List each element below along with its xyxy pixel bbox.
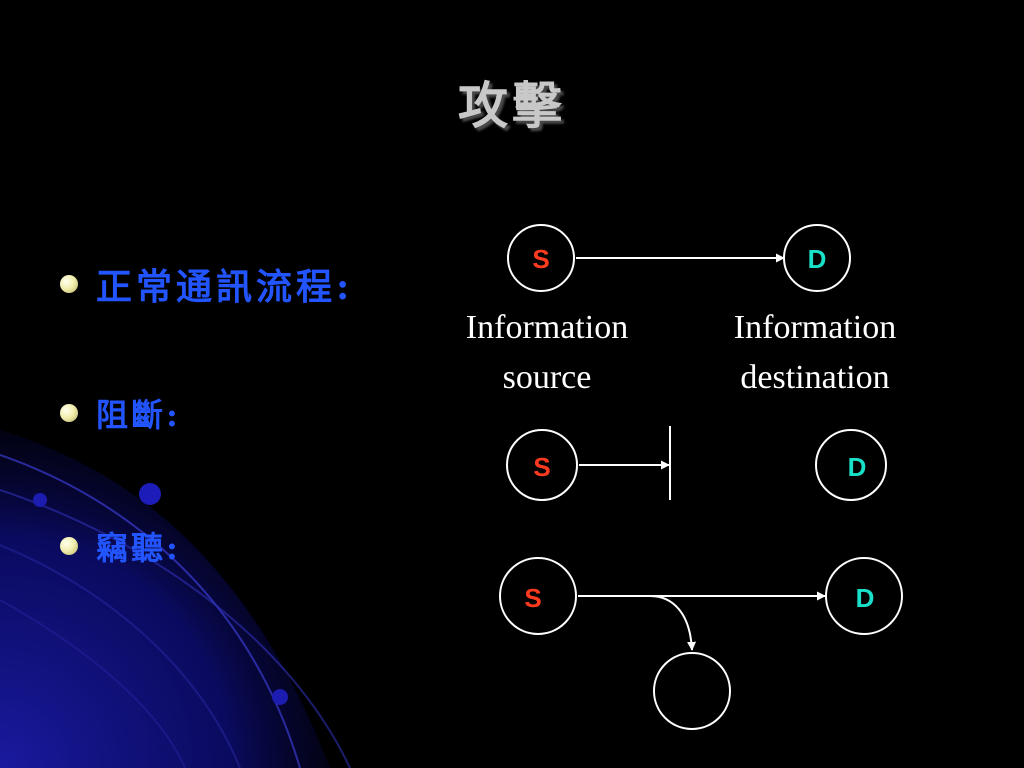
decor-arc xyxy=(0,599,186,768)
destination-node-label: D xyxy=(808,244,827,274)
destination-caption-line2: destination xyxy=(740,359,889,396)
destination-node xyxy=(783,224,851,292)
interception-diagram: S D xyxy=(499,557,903,730)
source-caption-line1: Information xyxy=(466,309,628,346)
source-node xyxy=(506,429,578,501)
bullet-dot-icon xyxy=(60,404,78,422)
source-caption-line2: source xyxy=(503,359,592,396)
bullet-label: 竊聽: xyxy=(96,529,181,567)
interception-arrow xyxy=(649,595,697,651)
bullet-label: 正常通訊流程: xyxy=(96,266,354,308)
source-node-label: S xyxy=(532,244,549,274)
decor-dot xyxy=(33,493,47,507)
bullet-label: 阻斷: xyxy=(96,396,181,434)
destination-caption-line1: Information xyxy=(734,309,896,346)
slide-title: 攻擊 xyxy=(458,76,566,135)
interruption-diagram: S D xyxy=(506,426,887,501)
decor-dot xyxy=(139,483,161,505)
decor-arc xyxy=(0,544,241,768)
bullet-interruption: 阻斷: xyxy=(60,390,181,436)
source-node xyxy=(507,224,575,292)
decor-dot xyxy=(272,689,288,705)
destination-node-label: D xyxy=(856,583,875,613)
decor-arc xyxy=(0,489,351,768)
source-node-label: S xyxy=(533,452,550,482)
bullet-interception: 竊聽: xyxy=(60,523,181,569)
bullet-dot-icon xyxy=(60,275,78,293)
destination-node xyxy=(815,429,887,501)
source-node-label: S xyxy=(524,583,541,613)
interceptor-node xyxy=(653,652,731,730)
bullet-normal-flow: 正常通訊流程: xyxy=(60,258,353,310)
blue-glow-shape xyxy=(0,430,330,768)
bullet-dot-icon xyxy=(60,537,78,555)
destination-node xyxy=(825,557,903,635)
source-node xyxy=(499,557,577,635)
normal-flow-diagram: S D Information source Information desti… xyxy=(466,224,896,396)
destination-node-label: D xyxy=(848,452,867,482)
